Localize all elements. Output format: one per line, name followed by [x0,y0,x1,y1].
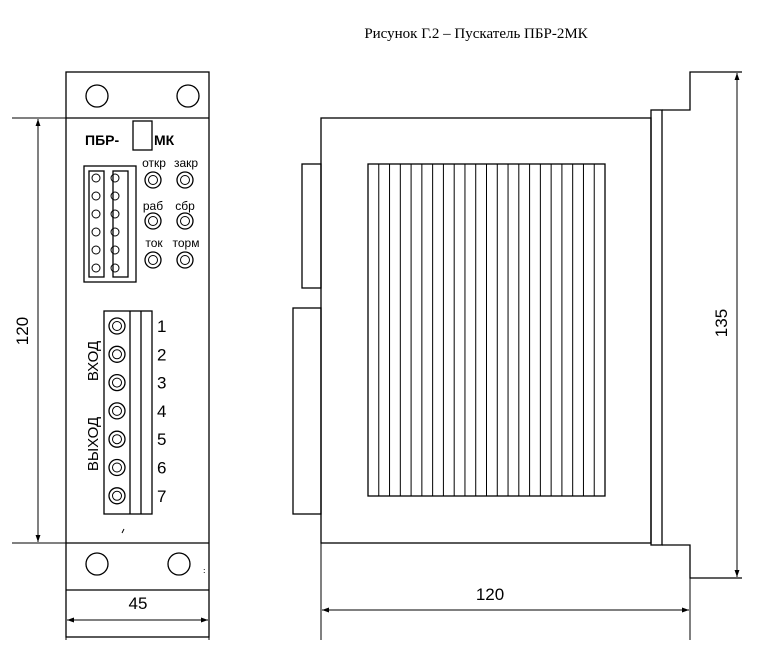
front-view: ПБР- МК откр закр раб сбр ток торм 12345… [65,71,210,638]
stray-mark: . [203,565,206,575]
connector-pin-icon [110,191,120,201]
terminal-screw-head [112,434,122,445]
terminal-screw-icon [108,373,126,392]
terminal-screw-icon [108,458,126,477]
indicator-led-lens [148,255,158,265]
side-height-value: 135 [712,309,731,337]
terminal-number-2: 2 [157,345,166,364]
din-rail-bottom-profile [662,544,742,579]
indicator-led-icon [176,171,194,189]
side-front-terminal-block [292,307,322,515]
connector-pin-icon [91,173,101,183]
terminal-screw-head [112,405,122,416]
output-group-label: ВЫХОД [85,417,102,471]
terminal-number-3: 3 [157,374,166,393]
mounting-hole-icon [167,552,191,576]
front-width-value: 45 [129,594,148,613]
indicator-led-lens [180,175,190,185]
connector-pin-icon [91,191,101,201]
connector-pin-icon [91,227,101,237]
connector-pin-icon [110,173,120,183]
side-front-connector [301,163,322,289]
side-width-dimension: 120 [320,543,691,640]
indicator-led-icon [176,212,194,230]
upper-connector-rail [88,170,105,278]
upper-connector-block [83,165,137,283]
connector-pin-icon [110,209,120,219]
terminal-number-5: 5 [157,430,166,449]
terminal-number-4: 4 [157,402,166,421]
front-height-dimension: 120 [12,117,66,544]
connector-pin-icon [110,245,120,255]
indicator-label-zakr: закр [174,156,198,170]
mounting-hole-icon [85,552,109,576]
indicator-label-rab: раб [143,199,163,213]
terminal-number-7: 7 [157,487,166,506]
upper-connector-rail [112,170,129,278]
terminal-screw-head [112,321,122,331]
indicator-label-tok: ток [145,236,163,250]
front-height-value: 120 [13,317,32,345]
terminal-screw-icon [108,487,126,505]
rear-plate [650,109,663,546]
side-height-dimension: 135 [712,73,740,577]
indicator-label-sbr: сбр [175,199,195,213]
terminal-number-6: 6 [157,459,166,478]
stray-mark: . [203,562,206,572]
indicator-led-lens [148,175,158,185]
mounting-hole-icon [176,84,200,108]
indicator-label-torm: торм [173,236,200,250]
terminal-number-1: 1 [157,317,166,336]
terminal-screw-head [112,462,122,473]
connector-pin-icon [91,209,101,219]
din-rail-top-profile [662,71,742,111]
indicator-led-icon [144,212,162,230]
terminal-screw-icon [108,430,126,448]
side-view [292,71,742,579]
mounting-hole-icon [85,84,109,108]
front-panel-outline [65,71,210,638]
indicator-led-lens [180,255,190,265]
stray-mark [121,528,125,534]
indicator-led-icon [144,171,162,189]
figure-caption: Рисунок Г.2 – Пускатель ПБР-2МК [364,26,588,42]
model-label-prefix: ПБР- [85,132,119,148]
terminal-screw-head [112,377,122,388]
terminal-screw-icon [108,402,126,420]
connector-pin-icon [91,263,101,273]
side-width-value: 120 [476,585,504,604]
terminal-block [103,310,153,515]
terminal-screw-icon [108,317,126,335]
terminal-screw-head [112,349,122,360]
model-label-suffix: МК [154,132,175,148]
connector-pin-icon [91,245,101,255]
terminal-screw-icon [108,345,126,363]
front-width-dimension: 45 [65,590,210,640]
indicator-led-icon [144,251,162,269]
model-number-window [132,120,153,151]
indicator-led-icon [176,251,194,269]
input-group-label: ВХОД [85,341,102,381]
indicator-led-lens [180,216,190,226]
indicator-label-otkr: откр [142,156,166,170]
connector-pin-icon [110,263,120,273]
indicator-led-lens [148,216,158,226]
terminal-screw-head [112,490,122,501]
connector-pin-icon [110,227,120,237]
